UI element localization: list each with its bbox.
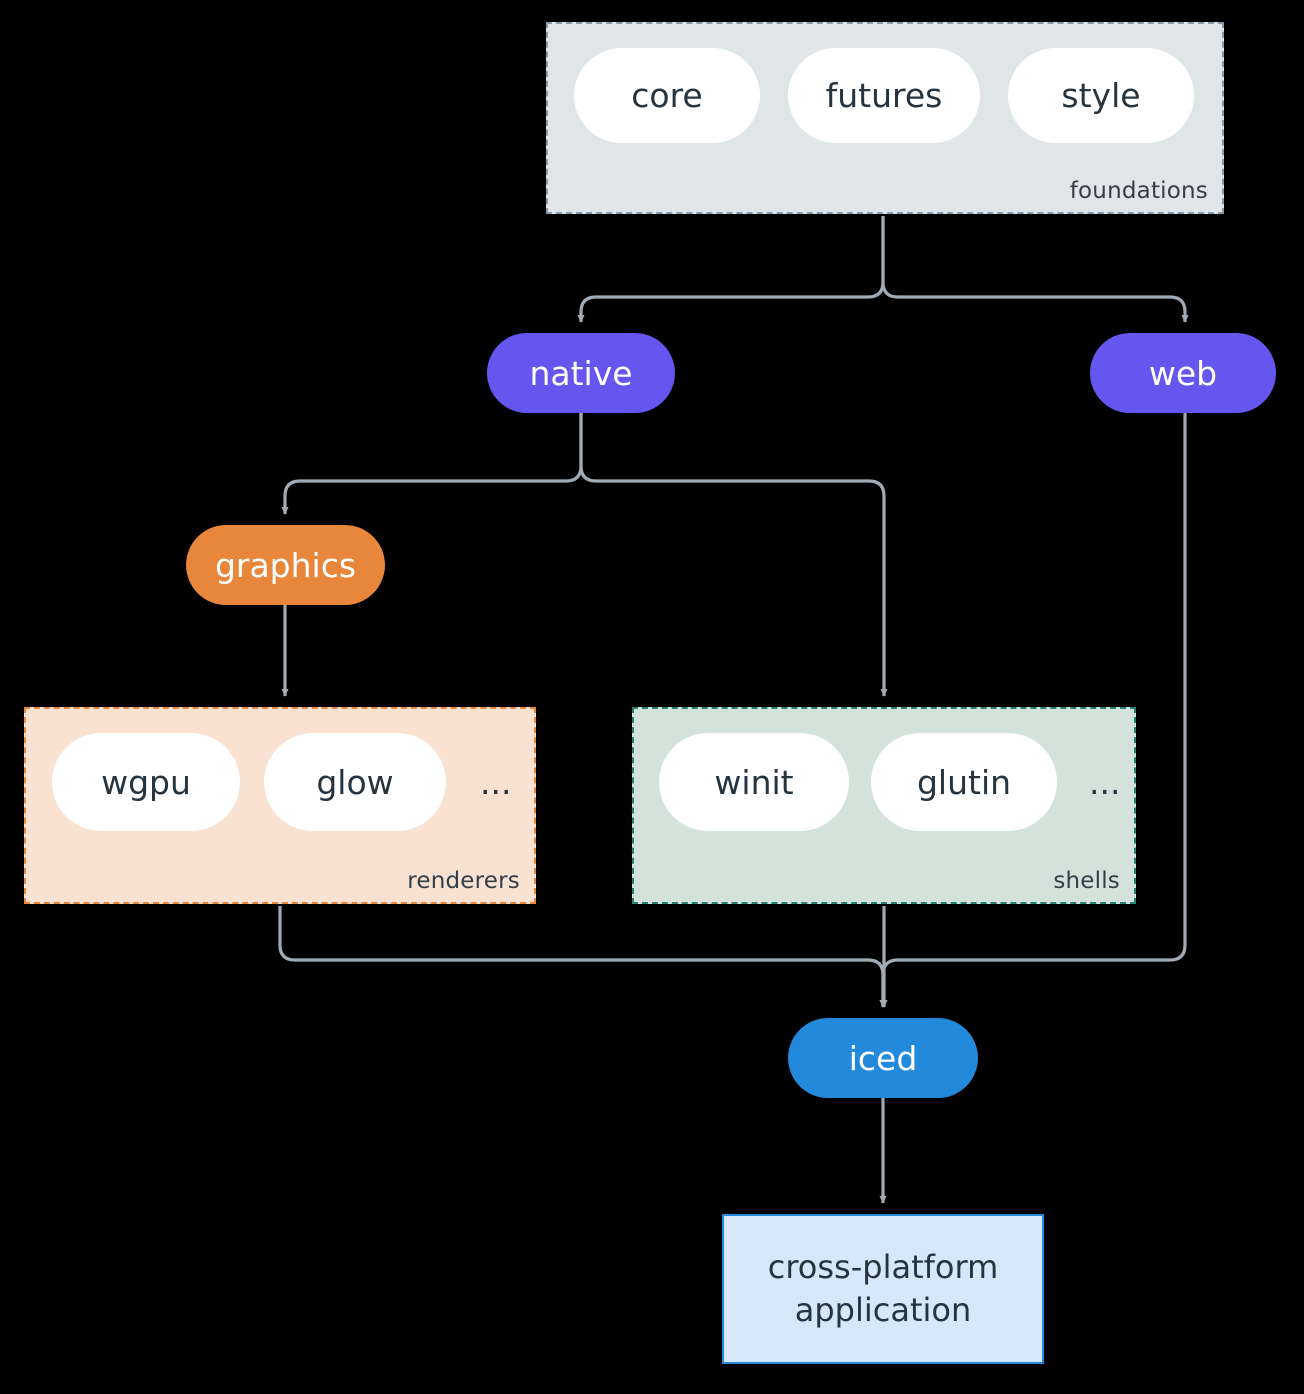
edge-native-graphics	[281, 413, 583, 515]
pill-futures[interactable]: futures	[788, 48, 980, 143]
cluster-renderers: wgpu glow ... renderers	[24, 707, 536, 904]
cluster-shells: winit glutin ... shells	[632, 707, 1136, 904]
pill-glutin[interactable]: glutin	[871, 733, 1057, 831]
node-graphics[interactable]: graphics	[186, 525, 385, 605]
cluster-foundations: core futures style foundations	[546, 22, 1224, 214]
pill-style[interactable]: style	[1008, 48, 1194, 143]
node-native[interactable]: native	[487, 333, 675, 413]
edge-renderers-iced	[278, 906, 887, 1008]
cluster-label-shells: shells	[1053, 868, 1120, 894]
node-cross-platform-application[interactable]: cross-platform application	[722, 1214, 1044, 1364]
app-label-line1: cross-platform	[767, 1248, 999, 1287]
edge-native-shells	[579, 413, 888, 697]
pill-glow[interactable]: glow	[264, 733, 446, 831]
shells-ellipsis: ...	[1089, 762, 1121, 802]
edge-foundations-web	[881, 216, 1189, 323]
cluster-label-foundations: foundations	[1069, 178, 1208, 204]
app-label-line2: application	[794, 1291, 972, 1329]
node-web[interactable]: web	[1090, 333, 1276, 413]
pill-core[interactable]: core	[574, 48, 760, 143]
pill-winit[interactable]: winit	[659, 733, 849, 831]
pill-wgpu[interactable]: wgpu	[52, 733, 240, 831]
renderers-ellipsis: ...	[480, 762, 512, 802]
node-iced[interactable]: iced	[788, 1018, 978, 1098]
cluster-label-renderers: renderers	[407, 868, 520, 894]
edge-foundations-native	[577, 216, 885, 323]
